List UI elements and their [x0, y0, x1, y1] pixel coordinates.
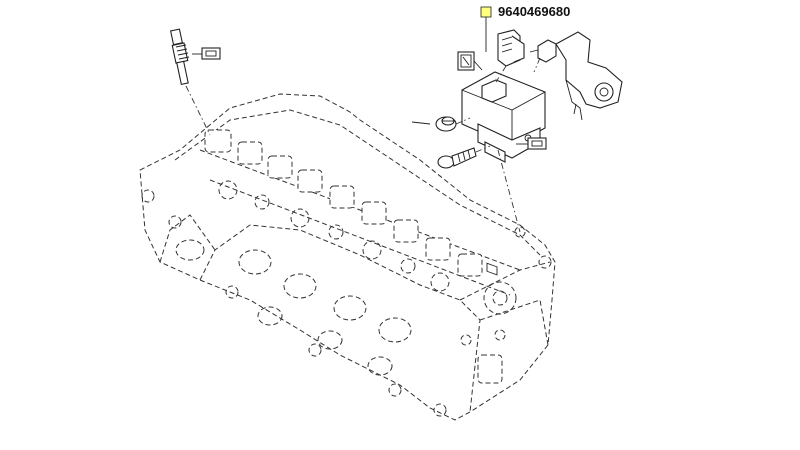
small-rectangle-icon: [516, 137, 547, 150]
part-number-label[interactable]: 9640469680: [498, 4, 571, 19]
port-openings: [175, 239, 503, 384]
cylinder-head: [139, 93, 556, 421]
harness-connector-plug[interactable]: [495, 29, 525, 83]
part-marker: [480, 6, 492, 18]
injector-bores: [218, 180, 450, 292]
part-callout: [480, 6, 492, 52]
front-end-boss: [460, 226, 552, 346]
head-bolt-bosses: [141, 189, 447, 417]
glow-plug-control-unit[interactable]: [461, 71, 546, 276]
flange-nut[interactable]: [411, 116, 471, 132]
small-rectangle-icon: [192, 47, 221, 60]
wiring-loom-bracket[interactable]: [529, 31, 623, 121]
mounting-screw[interactable]: [437, 145, 491, 169]
cam-bearing-towers: [204, 129, 483, 277]
connector-symbol-icon: [457, 51, 483, 71]
glow-plug[interactable]: [169, 28, 211, 136]
